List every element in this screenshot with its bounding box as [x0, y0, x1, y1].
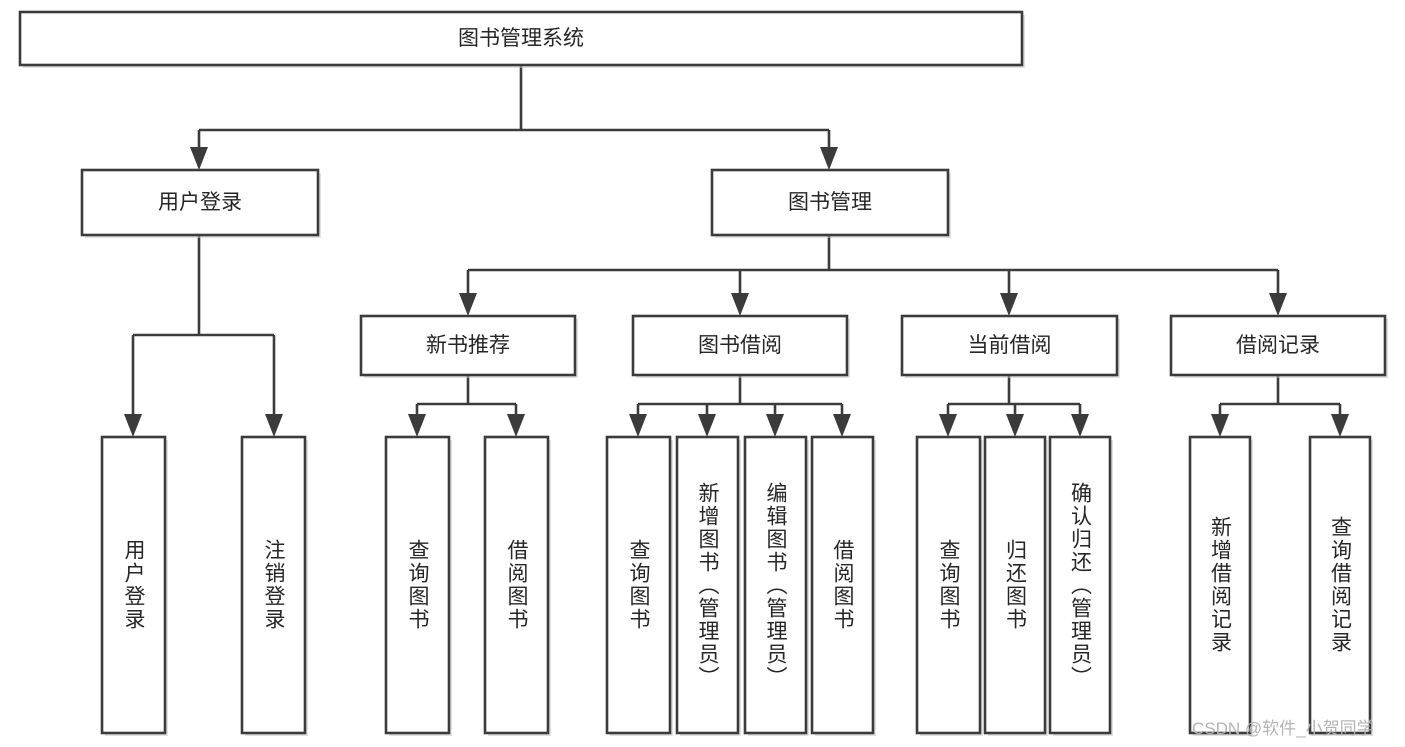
node-label-wrap-leaf-current-return-book: 归还图书	[985, 437, 1045, 733]
node-label-wrap-leaf-recommend-borrow-book: 借阅图书	[485, 437, 548, 733]
arrow-user-login-leaf1-icon	[124, 414, 142, 437]
arrow-current-icon	[1000, 293, 1018, 316]
node-leaf-records-query-record[interactable]	[1308, 435, 1372, 735]
node-label-leaf-recommend-borrow-book: 借阅图书	[505, 539, 528, 631]
node-label-new-book-recommend: 新书推荐	[426, 334, 510, 357]
arrowheads-layer	[124, 147, 1349, 437]
node-label-leaf-current-query-book: 查询图书	[937, 539, 960, 631]
node-label-wrap-leaf-current-confirm-return: 确认归还（管理员）	[1050, 437, 1110, 733]
node-label-wrap-leaf-borrow-borrow-book: 借阅图书	[812, 437, 873, 733]
arrow-borrow-leaf2-icon	[698, 414, 716, 437]
node-label-root: 图书管理系统	[458, 27, 584, 50]
arrow-borrow-leaf3-icon	[766, 414, 784, 437]
arrow-user-login-leaf2-icon	[265, 414, 283, 437]
node-label-leaf-borrow-add-book: 新增图书（管理员）	[696, 481, 719, 689]
arrow-records-leaf1-icon	[1211, 414, 1229, 437]
node-label-wrap-leaf-borrow-edit-book: 编辑图书（管理员）	[745, 437, 806, 733]
node-label-leaf-current-confirm-return: 确认归还（管理员）	[1068, 481, 1092, 689]
node-user-login[interactable]	[80, 168, 320, 237]
node-label-leaf-records-add-record: 新增借阅记录	[1208, 516, 1232, 654]
node-label-wrap-leaf-user-login: 用户登录	[102, 437, 165, 733]
node-label-book-borrow: 图书借阅	[698, 334, 782, 357]
node-label-leaf-recommend-query-book: 查询图书	[406, 539, 429, 631]
arrow-records-icon	[1269, 293, 1287, 316]
node-leaf-current-query-book[interactable]	[915, 435, 982, 735]
node-new-book-recommend[interactable]	[359, 314, 577, 377]
node-label-wrap-leaf-user-logout: 注销登录	[242, 437, 305, 733]
node-label-wrap-leaf-borrow-add-book: 新增图书（管理员）	[677, 437, 738, 733]
node-leaf-recommend-query-book[interactable]	[384, 435, 451, 735]
node-root[interactable]	[18, 10, 1024, 67]
node-label-leaf-borrow-edit-book: 编辑图书（管理员）	[764, 481, 787, 689]
node-label-wrap-leaf-borrow-query-book: 查询图书	[607, 437, 670, 733]
arrow-current-leaf2-icon	[1006, 414, 1024, 437]
node-leaf-recommend-borrow-book[interactable]	[483, 435, 550, 735]
arrow-user-login-icon	[190, 147, 208, 170]
node-label-current-borrow: 当前借阅	[968, 334, 1052, 357]
node-label-wrap-leaf-current-query-book: 查询图书	[917, 437, 980, 733]
node-label-leaf-user-logout: 注销登录	[262, 539, 285, 631]
arrow-borrow-icon	[731, 293, 749, 316]
arrow-borrow-leaf4-icon	[833, 414, 851, 437]
arrow-records-leaf2-icon	[1331, 414, 1349, 437]
node-current-borrow[interactable]	[900, 314, 1119, 377]
arrow-recommend-leaf2-icon	[507, 414, 525, 437]
node-leaf-user-login[interactable]	[100, 435, 167, 735]
arrow-book-management-icon	[820, 147, 838, 170]
node-label-leaf-borrow-borrow-book: 借阅图书	[831, 539, 854, 631]
node-label-leaf-current-return-book: 归还图书	[1003, 539, 1027, 631]
arrow-current-leaf1-icon	[939, 414, 957, 437]
node-label-book-management: 图书管理	[788, 191, 872, 214]
arrow-borrow-leaf1-icon	[629, 414, 647, 437]
node-label-user-login: 用户登录	[158, 191, 242, 214]
node-label-borrow-records: 借阅记录	[1236, 334, 1320, 357]
node-leaf-records-add-record[interactable]	[1188, 435, 1252, 735]
node-label-leaf-user-login: 用户登录	[122, 539, 145, 631]
node-leaf-borrow-borrow-book[interactable]	[810, 435, 875, 735]
node-book-management[interactable]	[710, 168, 950, 237]
node-label-wrap-leaf-recommend-query-book: 查询图书	[386, 437, 449, 733]
node-leaf-borrow-edit-book[interactable]	[743, 435, 808, 735]
node-label-wrap-leaf-records-add-record: 新增借阅记录	[1190, 437, 1250, 733]
node-leaf-borrow-add-book[interactable]	[675, 435, 740, 735]
arrow-current-leaf3-icon	[1071, 414, 1089, 437]
arrow-recommend-icon	[459, 293, 477, 316]
node-borrow-records[interactable]	[1169, 314, 1387, 377]
node-leaf-borrow-query-book[interactable]	[605, 435, 672, 735]
node-leaf-current-return-book[interactable]	[983, 435, 1047, 735]
arrow-recommend-leaf1-icon	[408, 414, 426, 437]
node-label-wrap-leaf-records-query-record: 查询借阅记录	[1310, 437, 1370, 733]
node-label-leaf-records-query-record: 查询借阅记录	[1328, 516, 1352, 654]
node-label-leaf-borrow-query-book: 查询图书	[627, 539, 650, 631]
node-book-borrow[interactable]	[631, 314, 849, 377]
node-boxes-layer	[18, 10, 1388, 736]
node-leaf-user-logout[interactable]	[240, 435, 307, 735]
node-leaf-current-confirm-return[interactable]	[1048, 435, 1112, 735]
